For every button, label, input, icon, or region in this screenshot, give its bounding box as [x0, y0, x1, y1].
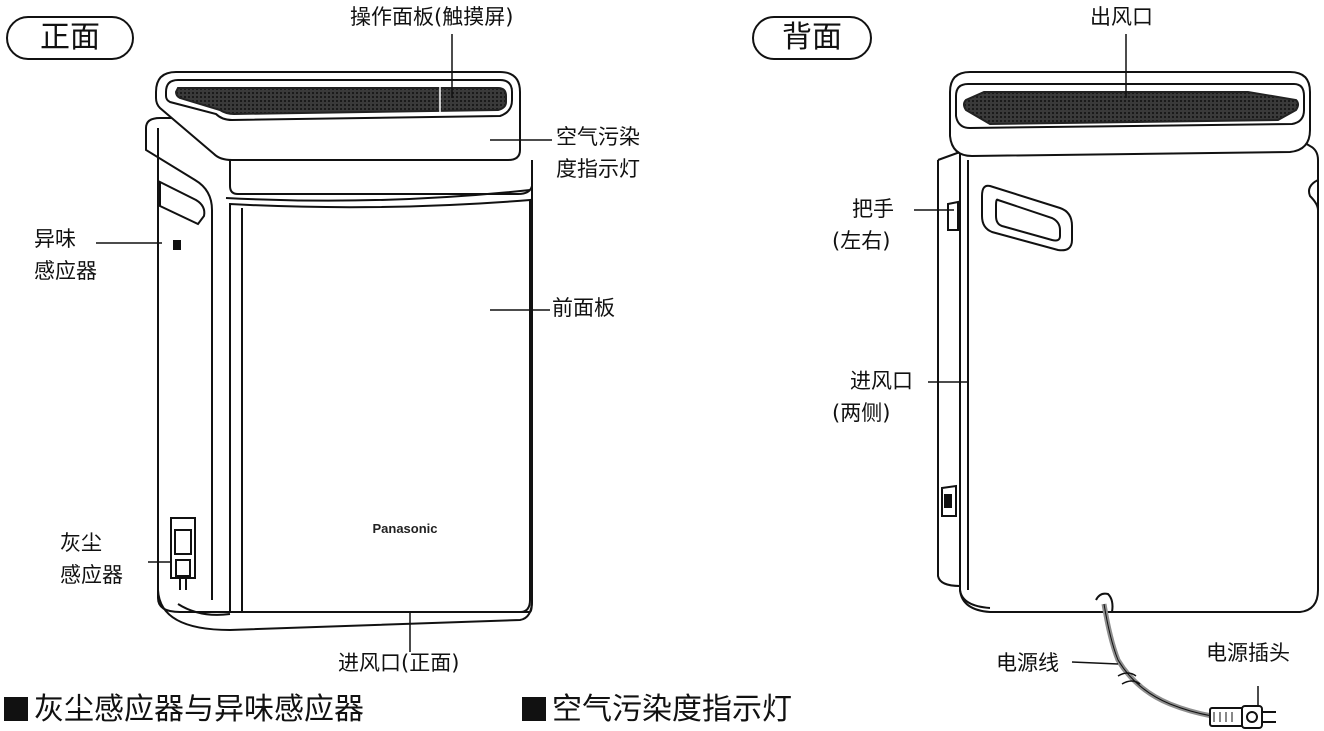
leader-lines — [96, 34, 1259, 706]
pollution-light-section-heading-text: 空气污染度指示灯 — [552, 692, 792, 727]
bullet-square-icon — [4, 697, 28, 721]
power-plug-label: 电源插头 — [1206, 641, 1290, 665]
handle-label-line1: 把手 — [852, 197, 894, 221]
power-cord — [1101, 603, 1213, 719]
odor-sensor-label-line1: 异味 — [34, 227, 76, 251]
front-panel-shape — [229, 198, 531, 613]
front-panel-label: 前面板 — [552, 296, 615, 320]
handle-label-line2: (左右) — [832, 229, 891, 253]
back-unit — [937, 71, 1319, 729]
odor-sensor-label-line2: 感应器 — [34, 259, 97, 283]
front-top-grille — [174, 87, 507, 116]
dust-sensor-label-line1: 灰尘 — [60, 531, 102, 555]
pollution-light-section-heading: 空气污染度指示灯 — [522, 692, 792, 728]
brand-logo: Panasonic — [372, 521, 437, 536]
power-plug-shape — [1209, 705, 1276, 729]
pollution-light-label-line1: 空气污染 — [556, 125, 640, 149]
back-view-badge: 背面 — [752, 16, 872, 60]
front-unit — [145, 71, 533, 632]
control-panel-label: 操作面板(触摸屏) — [350, 5, 514, 29]
front-inlet-label: 进风口(正面) — [338, 651, 460, 675]
side-inlet-label-line1: 进风口 — [850, 369, 913, 393]
side-inlet-label-line2: (两侧) — [832, 401, 891, 425]
front-handle — [159, 180, 206, 226]
dust-odor-section-heading-text: 灰尘感应器与异味感应器 — [34, 692, 364, 727]
dust-odor-section-heading: 灰尘感应器与异味感应器 — [4, 692, 364, 728]
front-view-badge: 正面 — [6, 16, 134, 60]
bullet-square-icon — [522, 697, 546, 721]
dust-sensor-label-line2: 感应器 — [60, 563, 123, 587]
pollution-light-label-line2: 度指示灯 — [556, 157, 640, 181]
back-top-grille — [963, 91, 1299, 126]
power-cord-label: 电源线 — [996, 651, 1059, 675]
outlet-label: 出风口 — [1090, 5, 1153, 29]
odor-sensor-dot — [173, 240, 181, 250]
